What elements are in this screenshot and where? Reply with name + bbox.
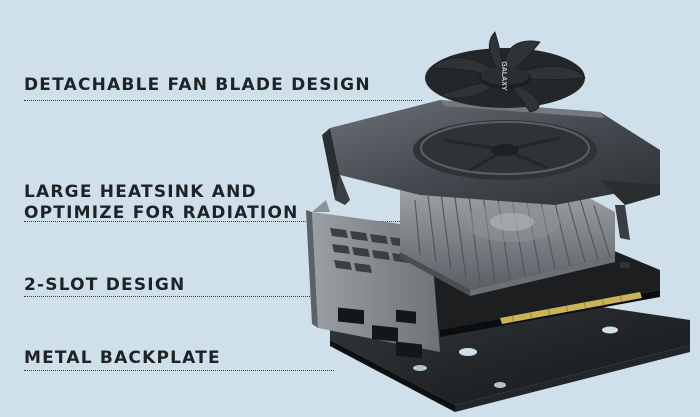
- feature-label-heatsink-line1: LARGE HEATSINK AND: [24, 182, 257, 202]
- heatsink-layer: [400, 180, 615, 296]
- leader-line-backplate: [24, 370, 334, 371]
- fan-shroud-layer: [322, 100, 660, 240]
- fan-blade-layer: GALAXY: [425, 31, 586, 113]
- fan-hub-logo: GALAXY: [500, 61, 507, 91]
- leader-line-heatsink: [24, 221, 404, 222]
- feature-label-2-slot: 2-SLOT DESIGN: [24, 275, 186, 295]
- leader-line-fan-blade: [24, 100, 422, 101]
- feature-label-backplate: METAL BACKPLATE: [24, 348, 221, 368]
- leader-line-2-slot: [24, 296, 324, 297]
- feature-label-heatsink-line2: OPTIMIZE FOR RADIATION: [24, 203, 299, 223]
- feature-label-fan-blade: DETACHABLE FAN BLADE DESIGN: [24, 75, 371, 95]
